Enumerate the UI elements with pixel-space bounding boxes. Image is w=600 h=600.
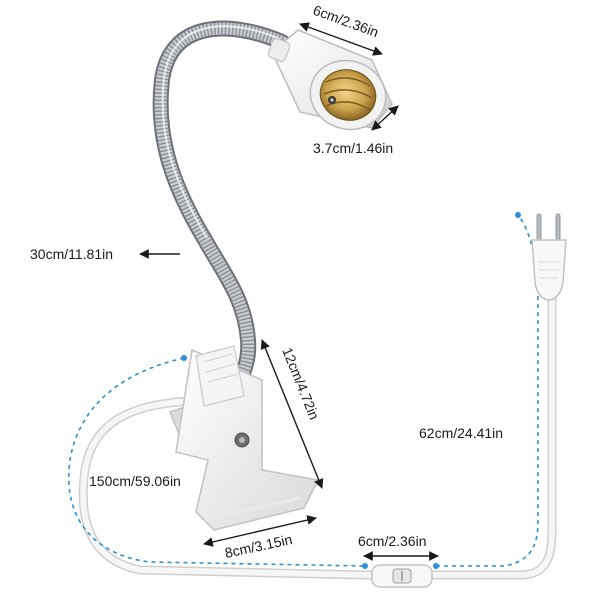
guide-dot-switch-left bbox=[362, 563, 368, 569]
guide-dot-plug bbox=[515, 212, 521, 218]
dimension-arrows bbox=[139, 22, 439, 561]
power-cable bbox=[78, 295, 557, 580]
dotted-guide-lines bbox=[68, 214, 539, 567]
gooseneck-length-label: 30cm/11.81in bbox=[30, 246, 113, 262]
switch-to-plug-label: 62cm/24.41in bbox=[419, 425, 503, 441]
socket-width-arrow bbox=[299, 22, 383, 56]
guide-dot-switch-right bbox=[433, 563, 439, 569]
clip-height-arrow bbox=[260, 339, 324, 489]
inline-rocker-switch-icon bbox=[371, 564, 433, 588]
eu-plug-icon bbox=[531, 213, 567, 301]
socket-width-label: 6cm/2.36in bbox=[311, 2, 381, 40]
clip-width-arrow bbox=[203, 515, 317, 547]
guide-endpoints bbox=[181, 212, 521, 569]
socket-depth-label: 3.7cm/1.46in bbox=[313, 140, 393, 156]
cable-length-guide bbox=[68, 357, 366, 567]
plug-cable-guide bbox=[436, 214, 539, 567]
clip-height-label: 12cm/4.72in bbox=[279, 345, 322, 422]
socket-depth-arrow bbox=[371, 105, 399, 131]
e27-socket-icon bbox=[267, 29, 393, 131]
switch-length-label: 6cm/2.36in bbox=[358, 533, 426, 549]
cable-to-switch-label: 150cm/59.06in bbox=[89, 473, 181, 489]
guide-dot-clip bbox=[181, 355, 187, 361]
gooseneck-arm bbox=[152, 20, 290, 400]
clip-width-label: 8cm/3.15in bbox=[223, 531, 293, 561]
